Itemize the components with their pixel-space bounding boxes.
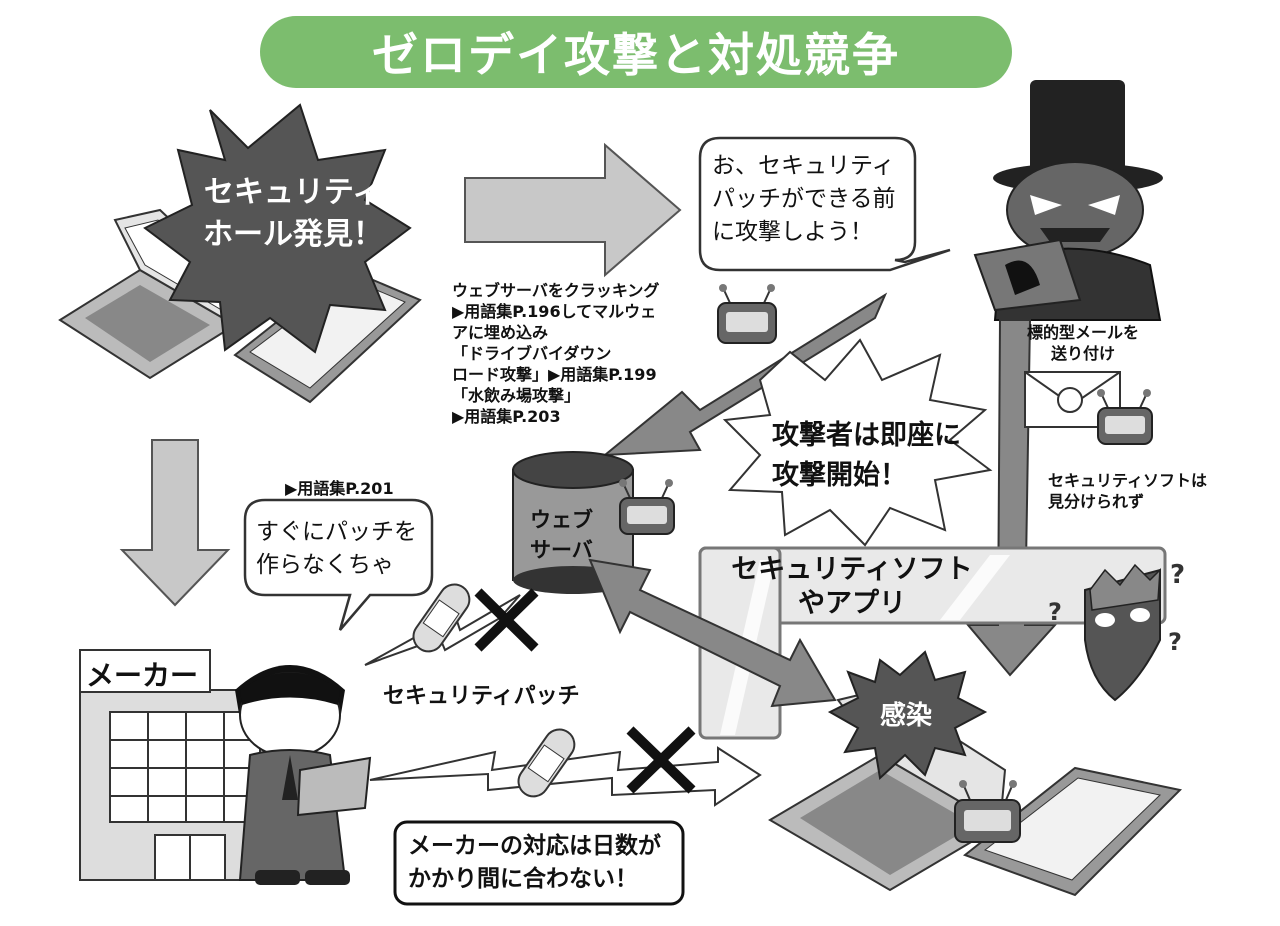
web-server-line-1: ウェブ bbox=[530, 508, 593, 532]
cross-icon bbox=[626, 726, 696, 794]
attacker-line-3: に攻撃しよう！ bbox=[712, 219, 873, 245]
engineer-icon bbox=[235, 665, 372, 885]
attack-start-line-2: 攻撃開始！ bbox=[772, 460, 907, 491]
infection-label: 感染 bbox=[880, 701, 933, 731]
arrow-down-left bbox=[119, 439, 231, 607]
attacker-line-2: パッチができる前 bbox=[712, 186, 896, 212]
malware-bot-icon bbox=[717, 284, 777, 344]
page-title: ゼロデイ攻撃と対処競争 bbox=[260, 16, 1012, 88]
soft-cannot-detect-note: セキュリティソフトは 見分けられず bbox=[1048, 470, 1207, 512]
attack-method-line: ▶用語集P.203 bbox=[452, 407, 561, 426]
malware-bot-icon bbox=[619, 479, 675, 535]
maker-late-text: メーカーの対応は日数が かかり間に合わない！ bbox=[408, 830, 661, 896]
discovery-burst bbox=[143, 103, 412, 354]
question-mark-icon: ? bbox=[1170, 560, 1186, 590]
attack-start-burst bbox=[722, 338, 993, 547]
attack-method-line: ▶用語集P.196してマルウェ bbox=[452, 302, 657, 321]
attack-method-line: 「水飲み場攻撃」 bbox=[452, 386, 581, 405]
discovery-line-1: セキュリティ bbox=[203, 175, 383, 210]
maker-late-line-1: メーカーの対応は日数が bbox=[408, 833, 661, 859]
arrow-down-right bbox=[965, 319, 1058, 677]
discovery-line-2: ホール発見！ bbox=[203, 217, 383, 252]
attack-method-line: ロード攻撃」▶用語集P.199 bbox=[452, 365, 657, 384]
maker-late-line-2: かかり間に合わない！ bbox=[408, 866, 638, 892]
arrow-to-server bbox=[602, 292, 888, 457]
soft-cannot-detect-line-2: 見分けられず bbox=[1048, 492, 1145, 511]
maker-bubble-text: すぐにパッチを 作らなくちゃ bbox=[256, 516, 417, 582]
maker-bubble-line-2: 作らなくちゃ bbox=[256, 552, 394, 578]
maker-speech-bubble bbox=[243, 498, 434, 631]
maker-late-box bbox=[393, 820, 685, 906]
attacker-speech-bubble bbox=[698, 136, 951, 272]
attack-method-note: ウェブサーバをクラッキング ▶用語集P.196してマルウェ アに埋め込み 「ドラ… bbox=[452, 280, 659, 427]
security-soft-label: セキュリティソフト やアプリ bbox=[712, 553, 992, 621]
double-arrow-server-infected bbox=[588, 558, 837, 708]
discovery-burst-text: セキュリティ ホール発見！ bbox=[198, 172, 388, 256]
maker-bubble-line-1: すぐにパッチを bbox=[256, 519, 417, 545]
question-mark-icon: ? bbox=[1048, 598, 1062, 626]
question-mark-icon: ? bbox=[1168, 628, 1182, 656]
building-icon bbox=[79, 649, 261, 881]
patch-icon bbox=[517, 728, 576, 798]
attack-start-line-1: 攻撃者は即座に bbox=[772, 420, 961, 451]
malware-bot-icon bbox=[954, 780, 1021, 843]
security-soft-line-2: やアプリ bbox=[798, 588, 906, 619]
tablet-icon bbox=[962, 766, 1183, 897]
arrow-right-top bbox=[464, 142, 682, 278]
attack-method-line: ウェブサーバをクラッキング bbox=[452, 281, 660, 300]
targeted-mail-note: 標的型メールを 送り付け bbox=[1018, 322, 1148, 364]
infection-burst bbox=[827, 650, 988, 780]
attack-method-line: 「ドライブバイダウン bbox=[452, 344, 612, 363]
attack-start-text: 攻撃者は即座に 攻撃開始！ bbox=[772, 416, 961, 496]
soft-cannot-detect-line-1: セキュリティソフトは bbox=[1048, 471, 1208, 490]
shield-icon bbox=[1084, 563, 1161, 702]
hacker-icon bbox=[973, 80, 1163, 321]
attacker-line-1: お、セキュリティ bbox=[712, 153, 895, 179]
web-server-line-2: サーバ bbox=[530, 538, 593, 562]
attack-method-line: アに埋め込み bbox=[452, 323, 549, 342]
security-soft-line-1: セキュリティソフト bbox=[731, 554, 973, 585]
targeted-mail-line-1: 標的型メールを bbox=[1026, 323, 1139, 342]
patch-icon bbox=[412, 583, 471, 653]
maker-label: メーカー bbox=[86, 659, 199, 692]
web-server-label: ウェブ サーバ bbox=[530, 505, 593, 565]
security-patch-label: セキュリティパッチ bbox=[383, 684, 580, 709]
cross-icon bbox=[474, 588, 539, 652]
targeted-mail-line-2: 送り付け bbox=[1050, 344, 1115, 363]
malware-bot-icon bbox=[1097, 389, 1153, 445]
attacker-bubble-text: お、セキュリティ パッチができる前 に攻撃しよう！ bbox=[712, 150, 896, 249]
glossary-ref: ▶用語集P.201 bbox=[285, 479, 394, 498]
